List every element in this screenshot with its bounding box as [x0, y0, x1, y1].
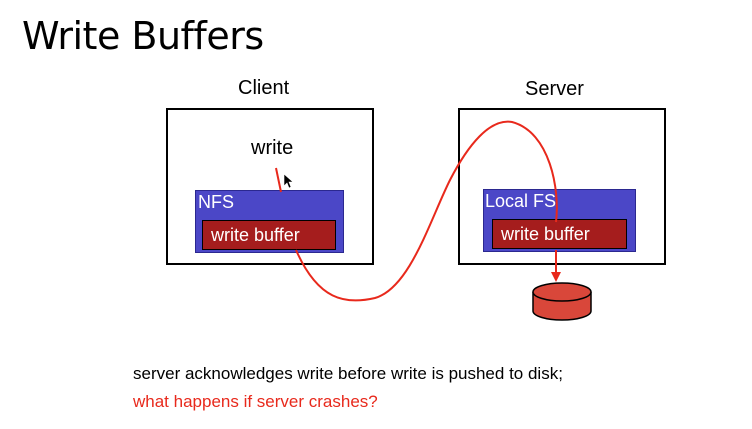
- slide-title: Write Buffers: [22, 14, 264, 58]
- arrowhead-icon: [551, 272, 561, 282]
- cursor-icon: [283, 173, 294, 189]
- write-operation-label: write: [251, 137, 294, 159]
- client-label: Client: [238, 77, 290, 99]
- server-write-buffer: write buffer: [492, 219, 627, 249]
- local-fs-label: Local FS: [485, 191, 557, 211]
- caption-question: what happens if server crashes?: [133, 392, 378, 411]
- caption-statement: server acknowledges write before write i…: [133, 364, 563, 383]
- nfs-label: NFS: [198, 192, 234, 212]
- write-path-line: [275, 120, 558, 302]
- server-label: Server: [525, 78, 584, 100]
- disk-icon: [532, 282, 592, 321]
- client-write-buffer: write buffer: [202, 220, 336, 250]
